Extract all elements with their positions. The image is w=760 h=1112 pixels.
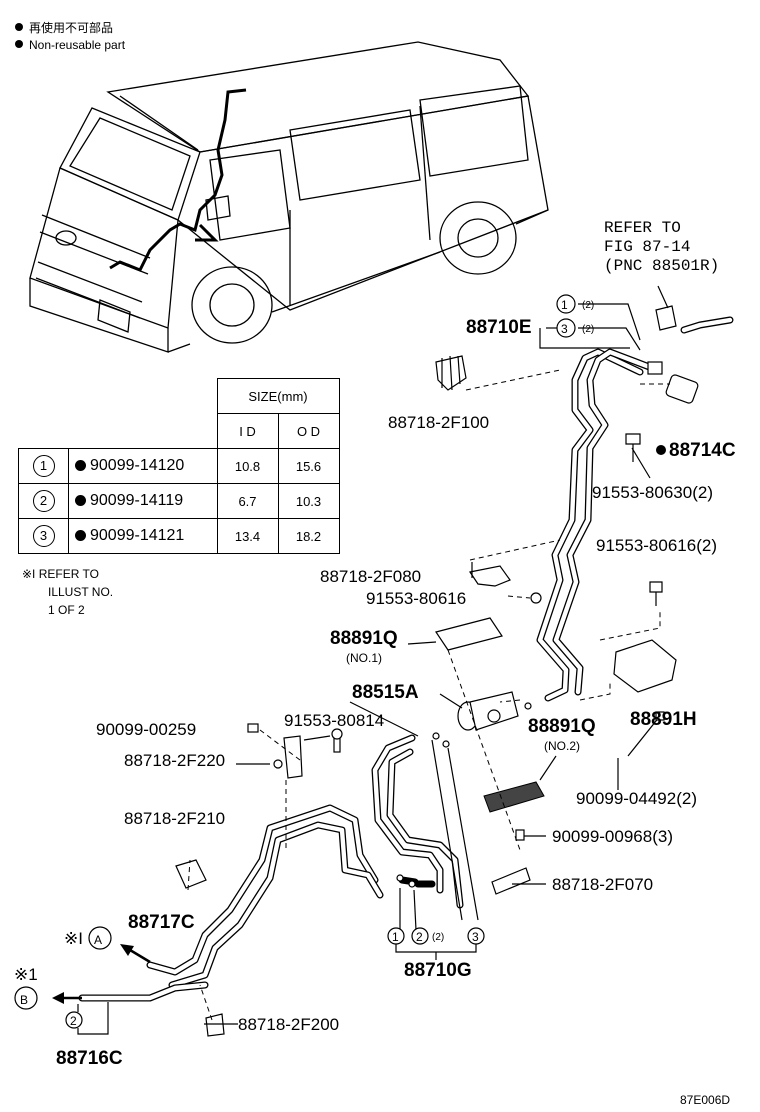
qty-label: (2): [582, 324, 594, 335]
od-value: 10.3: [277, 483, 340, 519]
size-table: SIZE(mm) I D O D 1 90099-14120 10.8 15.6…: [18, 378, 340, 554]
non-reusable-marker-icon: [15, 40, 23, 48]
no1-label: (NO.1): [346, 651, 382, 665]
col-od-header: O D: [277, 413, 340, 449]
row-index: 3: [32, 525, 55, 547]
note-line3: 1 OF 2: [48, 603, 85, 617]
refer-fig-line1: REFER TO: [604, 219, 681, 237]
non-reusable-marker-icon: [75, 495, 86, 507]
cap-88714C-icon: [665, 374, 699, 404]
part-88710E: 88710E: [466, 317, 532, 338]
part-88515A: 88515A: [352, 682, 419, 703]
part-88891Q-2: 88891Q: [528, 716, 596, 737]
part-88718-2F200: 88718-2F200: [238, 1015, 339, 1034]
non-reusable-marker-icon: [75, 530, 86, 542]
part-88718-2F220: 88718-2F220: [124, 751, 225, 770]
part-91553-80630: 91553-80630(2): [592, 483, 713, 502]
od-value: 18.2: [277, 518, 340, 554]
part-88717C: 88717C: [128, 912, 195, 933]
callout-3: 3: [561, 322, 568, 336]
legend-en: Non-reusable part: [29, 38, 126, 52]
table-row: 2 90099-14119 6.7 10.3: [18, 483, 340, 519]
part-90099-04492: 90099-04492(2): [576, 789, 697, 808]
qty-label: (2): [432, 932, 444, 943]
row-index: 1: [32, 455, 55, 477]
refer-fig-line3: (PNC 88501R): [604, 257, 719, 275]
parts: [175, 305, 699, 1037]
figure-code: 87E006D: [680, 1093, 730, 1107]
id-value: 6.7: [216, 483, 279, 519]
row-index: 2: [32, 490, 55, 512]
callouts: REFER TO FIG 87-14 (PNC 88501R) 1 (2) 3 …: [14, 219, 736, 1107]
id-value: 10.8: [216, 448, 279, 484]
ref-mark-b: ※1: [14, 965, 38, 984]
part-88718-2F100: 88718-2F100: [388, 413, 489, 432]
qty-label: (2): [582, 300, 594, 311]
part-88718-2F080: 88718-2F080: [320, 567, 421, 586]
refer-fig-line2: FIG 87-14: [604, 238, 690, 256]
part-90099-00968: 90099-00968(3): [552, 827, 673, 846]
callout-2: 2: [416, 930, 423, 944]
part-number: 90099-14121: [90, 527, 185, 544]
connector-b: B: [20, 993, 28, 1007]
callout-2: 2: [70, 1014, 77, 1028]
part-90099-00259: 90099-00259: [96, 720, 196, 739]
callout-3: 3: [472, 930, 479, 944]
note-line2: ILLUST NO.: [48, 585, 113, 599]
legend-jp: 再使用不可部品: [29, 20, 113, 35]
table-row: 1 90099-14120 10.8 15.6: [18, 448, 340, 484]
size-header: SIZE(mm): [216, 378, 340, 414]
part-number: 90099-14120: [90, 457, 185, 474]
part-91553-80616: 91553-80616: [366, 589, 466, 608]
part-91553-80814: 91553-80814: [284, 711, 384, 730]
part-88714C: 88714C: [669, 440, 736, 461]
non-reusable-marker-icon: [75, 460, 86, 472]
bracket-88891Q-2-icon: [483, 781, 545, 813]
legend: 再使用不可部品 Non-reusable part: [15, 20, 126, 52]
part-91553-80616-2: 91553-80616(2): [596, 536, 717, 555]
non-reusable-marker-icon: [15, 23, 23, 31]
bracket-88891H-icon: [613, 639, 677, 693]
part-88718-2F210: 88718-2F210: [124, 809, 225, 828]
part-88710G: 88710G: [404, 960, 472, 981]
part-88716C: 88716C: [56, 1048, 123, 1069]
no2-label: (NO.2): [544, 739, 580, 753]
callout-1: 1: [561, 298, 568, 312]
part-88891Q-1: 88891Q: [330, 628, 398, 649]
id-value: 13.4: [216, 518, 279, 554]
pipes: [78, 316, 734, 1002]
od-value: 15.6: [277, 448, 340, 484]
part-88718-2F070: 88718-2F070: [552, 875, 653, 894]
ref-mark-a: ※I: [64, 929, 83, 948]
van-illustration: [29, 41, 549, 353]
bracket-88891Q-1-icon: [435, 617, 503, 651]
callout-1: 1: [392, 930, 399, 944]
col-id-header: I D: [216, 413, 279, 449]
connector-a: A: [94, 933, 102, 947]
part-88891H: 88891H: [630, 709, 697, 730]
part-number: 90099-14119: [90, 492, 184, 509]
note-line1: ※I REFER TO: [22, 567, 99, 581]
table-row: 3 90099-14121 13.4 18.2: [18, 518, 340, 554]
